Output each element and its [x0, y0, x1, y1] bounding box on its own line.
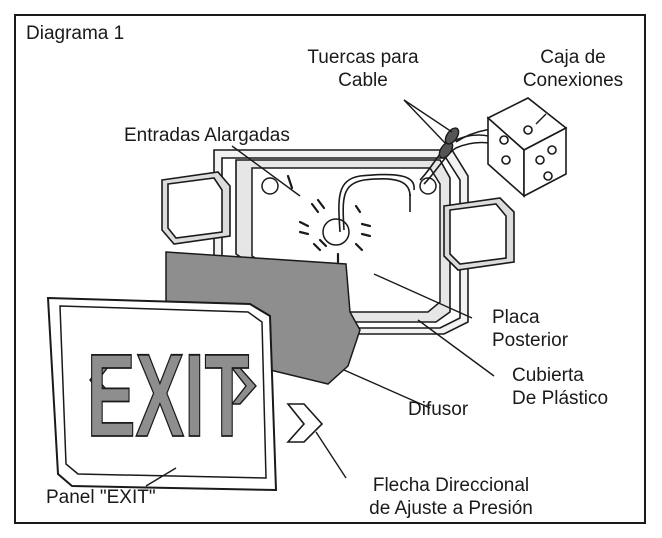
- label-diffuser: Difusor: [408, 399, 469, 420]
- label-plastic-cover-line1: Cubierta: [512, 365, 584, 386]
- label-junction-box-line2: Conexiones: [522, 70, 624, 91]
- exit-chevron-left: [89, 361, 116, 399]
- label-wire-nuts: Tuercas para Cable: [270, 46, 456, 92]
- label-back-plate: Placa Posterior: [492, 306, 568, 352]
- exit-panel: EXIT: [46, 296, 278, 492]
- label-arrow-line2: de Ajuste a Presión: [369, 498, 533, 519]
- leader-lines: [145, 99, 547, 487]
- label-slotted-entries: Entradas Alargadas: [124, 125, 290, 146]
- junction-box: [486, 97, 568, 198]
- label-plastic-cover-line2: De Plástico: [512, 388, 609, 409]
- label-back-plate-line1: Placa: [492, 307, 540, 328]
- exit-letters: EXIT: [87, 329, 250, 461]
- diagram-title: Diagrama 1: [26, 23, 125, 44]
- label-wire-nuts-line1: Tuercas para: [307, 47, 419, 68]
- label-exit-panel: Panel "EXIT": [46, 487, 156, 508]
- label-wire-nuts-line2: Cable: [338, 70, 388, 91]
- exit-chevron-right: [230, 367, 257, 405]
- label-junction-box-line1: Caja de: [540, 47, 606, 68]
- label-arrow-line1: Flecha Direccional: [372, 475, 530, 496]
- label-directional-arrow: Flecha Direccional de Ajuste a Presión: [338, 474, 564, 520]
- label-plastic-cover: Cubierta De Plástico: [512, 364, 608, 410]
- wire-nuts: [438, 127, 460, 159]
- label-junction-box: Caja de Conexiones: [508, 46, 638, 92]
- directional-arrow: [286, 403, 324, 443]
- label-back-plate-line2: Posterior: [492, 330, 569, 351]
- lamp-heads: [161, 171, 515, 271]
